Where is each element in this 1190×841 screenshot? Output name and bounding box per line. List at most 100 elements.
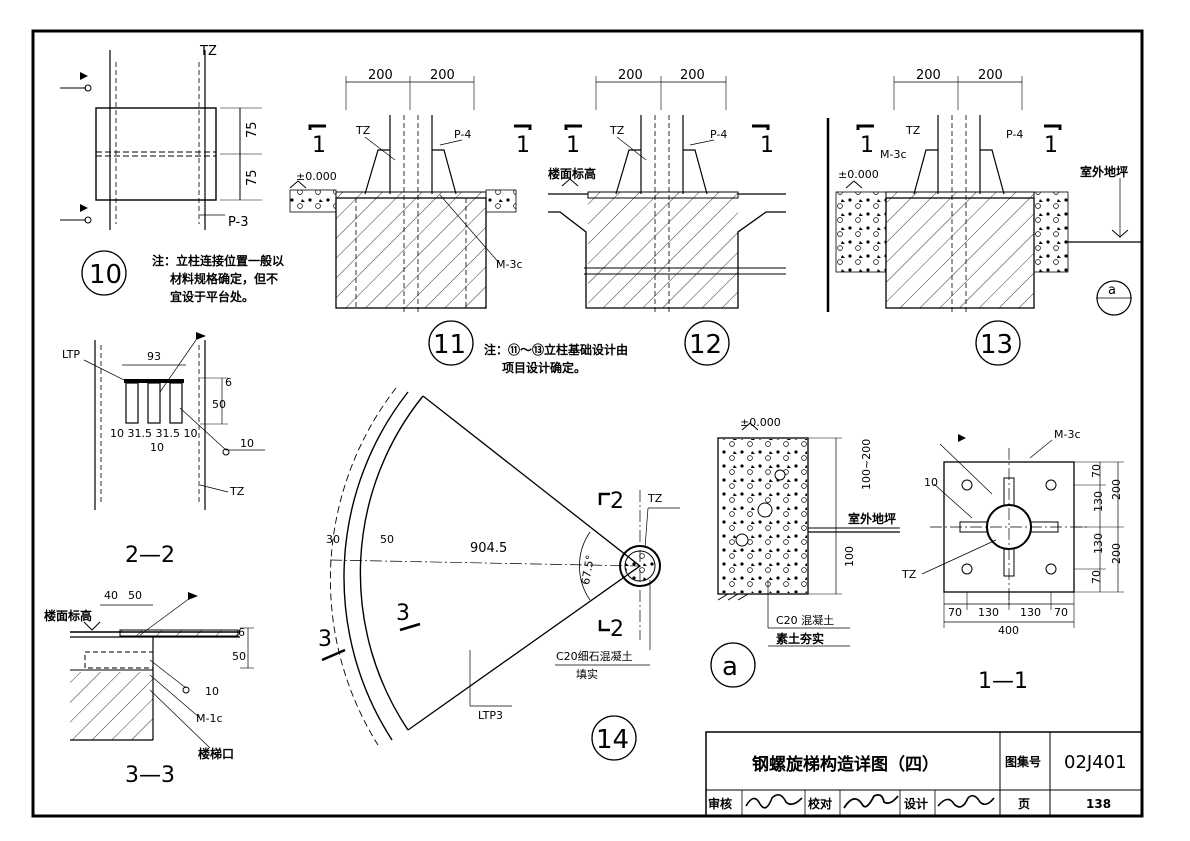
detail-10-plate-label: P-3 xyxy=(228,215,249,230)
detail-a-depth: 100~200 xyxy=(860,439,873,490)
detail-13-cut-right: 1 xyxy=(1044,133,1058,158)
section-1-1-v130b: 130 xyxy=(1092,533,1105,554)
detail-11-dim-right: 200 xyxy=(430,68,455,83)
section-3-3-dim-40: 40 xyxy=(104,589,118,602)
section-3-3-dim-50: 50 xyxy=(128,589,142,602)
detail-12-dim-left: 200 xyxy=(618,68,643,83)
section-1-1-h130b: 130 xyxy=(1020,606,1041,619)
atlas-label: 图集号 xyxy=(1005,754,1041,769)
detail-11-level: ±0.000 xyxy=(296,170,337,183)
section-1-1-v130a: 130 xyxy=(1092,491,1105,512)
detail-14-number-circle xyxy=(591,715,637,761)
drawing-title: 钢螺旋梯构造详图（四） xyxy=(752,754,939,775)
check-label: 校对 xyxy=(808,796,832,811)
detail-14-angle: 67.5° xyxy=(579,554,597,586)
detail-13-anchor-label: M-3c xyxy=(880,148,907,161)
detail-13-plate-label: P-4 xyxy=(1006,128,1023,141)
section-2-2-dim-6: 6 xyxy=(225,376,232,389)
detail-11-plate-label: P-4 xyxy=(454,128,471,141)
detail-14-cut-3-right: 3 xyxy=(396,601,410,626)
detail-14-ltp3-label: LTP3 xyxy=(478,709,503,722)
detail-14-cut-3-left: 3 xyxy=(318,627,332,652)
page-label: 页 xyxy=(1018,797,1030,811)
detail-10-dim-2: 75 xyxy=(245,169,260,186)
detail-a-level: ±0.000 xyxy=(740,416,781,429)
detail-14-dim-30: 30 xyxy=(326,533,340,546)
section-1-1-h400: 400 xyxy=(998,624,1019,637)
section-3-3-weld-label: 10 xyxy=(205,685,219,698)
section-1-1-drawing xyxy=(921,434,1124,628)
section-1-1-h130a: 130 xyxy=(978,606,999,619)
section-1-1-v70a: 70 xyxy=(1090,464,1103,478)
design-signature xyxy=(937,794,995,808)
detail-11-drawing xyxy=(289,76,532,366)
note-11-13-line1: 注：⑪～⑬立柱基础设计由 xyxy=(484,342,628,357)
section-3-3-stair-opening: 楼梯口 xyxy=(198,746,234,761)
detail-12-cut-left: 1 xyxy=(566,133,580,158)
detail-12-dim-right: 200 xyxy=(680,68,705,83)
detail-12-tz-label: TZ xyxy=(609,124,625,137)
detail-14-drawing xyxy=(321,387,680,761)
section-1-1-h70a: 70 xyxy=(948,606,962,619)
detail-10-note-line1: 注：立柱连接位置一般以 xyxy=(152,253,284,268)
detail-13-number: 13 xyxy=(980,330,1013,360)
section-1-1-weld-label: 10 xyxy=(924,476,938,489)
detail-13-tz-label: TZ xyxy=(905,124,921,137)
detail-10-number-circle xyxy=(81,250,127,296)
sheet-frame xyxy=(31,29,1144,818)
atlas-number: 02J401 xyxy=(1064,752,1127,773)
detail-12-drawing xyxy=(548,76,786,366)
detail-10-tz-label: TZ xyxy=(199,44,217,59)
detail-14-fill-line1: C20细石混凝土 xyxy=(556,649,633,663)
section-2-2-weld-label: 10 xyxy=(240,437,254,450)
section-1-1-tz-label: TZ xyxy=(901,568,917,581)
detail-13-ref-letter: a xyxy=(1108,283,1116,298)
detail-11-cut-right: 1 xyxy=(516,133,530,158)
detail-10-note-line3: 宜设于平台处。 xyxy=(170,289,254,304)
detail-a-concrete: C20 混凝土 xyxy=(776,613,834,627)
detail-11-number: 11 xyxy=(433,330,466,360)
detail-13-level: ±0.000 xyxy=(838,168,879,181)
detail-a-letter-circle xyxy=(710,642,756,688)
detail-10 xyxy=(60,50,262,296)
section-2-2-ltp-label: LTP xyxy=(62,348,80,361)
section-1-1-h70b: 70 xyxy=(1054,606,1068,619)
section-3-3-dim-50b: 50 xyxy=(232,650,246,663)
design-label: 设计 xyxy=(904,796,928,811)
page-number: 138 xyxy=(1086,797,1111,811)
detail-13-outdoor-grade: 室外地坪 xyxy=(1080,164,1128,179)
review-signature xyxy=(745,794,803,809)
detail-10-note-line2: 材料规格确定，但不 xyxy=(169,271,278,286)
detail-a-drawing xyxy=(710,422,900,688)
detail-14-fill-line2: 填实 xyxy=(576,667,598,681)
detail-12-number: 12 xyxy=(689,330,722,360)
detail-a-letter: a xyxy=(722,652,738,682)
section-3-3-floor-level: 楼面标高 xyxy=(44,608,92,623)
section-2-2-dim-10: 10 xyxy=(150,441,164,454)
detail-a-outdoor-grade: 室外地坪 xyxy=(848,511,896,526)
section-2-2-tz-label: TZ xyxy=(229,485,245,498)
section-1-1-title: 1—1 xyxy=(978,669,1028,694)
detail-14-number: 14 xyxy=(596,725,629,755)
title-block xyxy=(705,731,1143,817)
check-signature xyxy=(843,793,899,809)
detail-13-number-circle xyxy=(975,320,1021,366)
detail-13-cut-left: 1 xyxy=(860,133,874,158)
detail-12-number-circle xyxy=(684,320,730,366)
detail-13-drawing xyxy=(826,76,1142,366)
section-2-2-drawing xyxy=(83,332,265,510)
detail-11-cut-left: 1 xyxy=(312,133,326,158)
detail-10-dim-1: 75 xyxy=(245,121,260,138)
detail-13-ref-circle xyxy=(1096,280,1132,316)
detail-14-dim-50: 50 xyxy=(380,533,394,546)
detail-14-cut-2-top: 2 xyxy=(610,489,624,514)
detail-11-number-circle xyxy=(428,320,474,366)
detail-12-plate-label: P-4 xyxy=(710,128,727,141)
section-3-3-dim-6: 6 xyxy=(238,626,245,639)
detail-12-floor-level: 楼面标高 xyxy=(548,166,596,181)
section-2-2-width-dim: 93 xyxy=(147,350,161,363)
detail-10-number: 10 xyxy=(89,260,122,290)
detail-11-dim-left: 200 xyxy=(368,68,393,83)
section-2-2-dim-50: 50 xyxy=(212,398,226,411)
